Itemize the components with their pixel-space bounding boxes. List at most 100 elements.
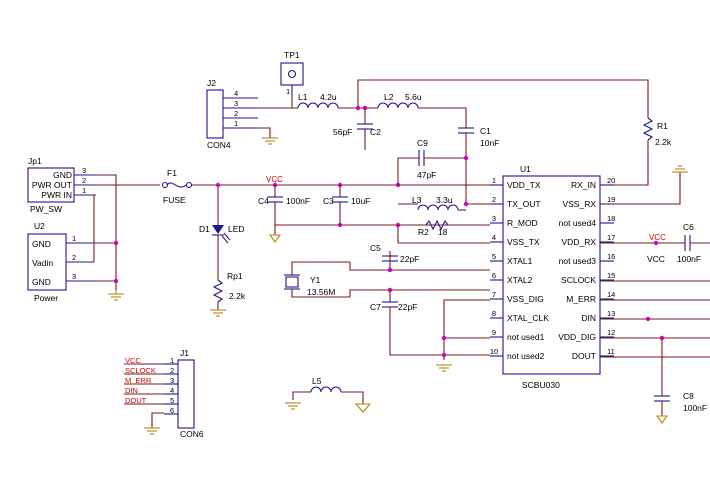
c1-value: 10nF <box>480 138 499 148</box>
c5-ref: C5 <box>370 243 381 253</box>
jp1-pin-name-1: PWR IN <box>41 190 72 200</box>
u1-left-pin-num: 8 <box>492 309 496 318</box>
c3-value: 10uF <box>351 196 370 206</box>
resistor-r1: R1 2.2k <box>600 117 672 186</box>
u1-right-pin-name: not used4 <box>559 218 597 228</box>
c9-ref: C9 <box>417 138 428 148</box>
capacitor-c3: C3 10uF <box>323 185 370 225</box>
c8-value: 100nF <box>683 403 707 413</box>
l1-ref: L1 <box>298 92 308 102</box>
jp1-pin-name-3: GND <box>53 170 72 180</box>
r2-value: 18 <box>438 227 448 237</box>
j1-ref: J1 <box>180 348 189 358</box>
rp1-value: 2.2k <box>229 291 246 301</box>
vcc-rx: VCC VCC C6 100nF <box>600 222 710 264</box>
u1-left-pin-num: 2 <box>492 195 496 204</box>
u1-right-pin-num: 12 <box>607 328 615 337</box>
u1-right-pin-num: 13 <box>607 309 615 318</box>
c2-ref: C2 <box>370 127 381 137</box>
vcc-rail: VCC <box>192 175 490 225</box>
j1-pin-num: 6 <box>170 406 174 415</box>
j1-pin-num: 3 <box>170 376 174 385</box>
resistor-rp1: Rp1 2.2k <box>210 271 246 317</box>
capacitor-c7: C7 22pF <box>370 287 490 356</box>
u2-pin-name-3: GND <box>32 277 51 287</box>
c7-ref: C7 <box>370 302 381 312</box>
u1-right-pin-num: 14 <box>607 290 615 299</box>
jp1-connector: Jp1 PW_SW GND PWR OUT PWR IN 3 2 1 <box>27 156 96 214</box>
c4-value: 100nF <box>286 196 310 206</box>
inductor-l5: L5 <box>285 376 372 413</box>
r1-value: 2.2k <box>655 137 672 147</box>
u1-left-pin-name: XTAL_CLK <box>507 313 549 323</box>
j1-net-label: SCLOCK <box>125 366 156 375</box>
testpoint-tp1: TP1 1 <box>280 50 304 96</box>
j1-net-label: M_ERR <box>125 376 152 385</box>
jp1-pin-num-2: 2 <box>82 176 86 185</box>
vss-dig-ground <box>436 299 490 372</box>
l3-value: 3.3u <box>436 195 453 205</box>
c8-ref: C8 <box>683 391 694 401</box>
j1-sub: CON6 <box>180 429 204 439</box>
u2-body <box>27 233 67 291</box>
digital-nets <box>600 280 710 358</box>
u1-right-pin-num: 19 <box>607 195 615 204</box>
vss-rx-ground <box>600 165 688 205</box>
jp1-body <box>27 167 75 203</box>
u1-left-pin-name: VDD_TX <box>507 180 541 190</box>
capacitor-c1: C1 10nF <box>458 126 499 204</box>
u1-right-pin-num: 15 <box>607 271 615 280</box>
j1-net-label: DOUT <box>125 396 147 405</box>
r1-ref: R1 <box>657 121 668 131</box>
j1-pin-num: 2 <box>170 366 174 375</box>
c1-ref: C1 <box>480 126 491 136</box>
j1-pin-num: 1 <box>170 356 174 365</box>
u1-ref: U1 <box>520 164 531 174</box>
u1-right-pin-name: VDD_RX <box>562 237 597 247</box>
u1-left-pin-name: VSS_TX <box>507 237 540 247</box>
fuse-f1: F1 FUSE <box>161 168 193 205</box>
jp1-ref: Jp1 <box>28 156 42 166</box>
vcc-label-right-2: VCC <box>647 254 665 264</box>
u1-part: SCBU030 <box>522 380 560 390</box>
jp1-pin-num-1: 1 <box>82 186 86 195</box>
resistor-r2: R2 18 <box>418 219 449 237</box>
u1-left-pin-num: 1 <box>492 176 496 185</box>
capacitor-c9: C9 47pF <box>397 138 469 185</box>
capacitor-c8: C8 100nF <box>654 338 707 424</box>
l5-ref: L5 <box>312 376 322 386</box>
c9-value: 47pF <box>417 170 436 180</box>
vcc-label-top: VCC <box>266 175 283 184</box>
u1-left-pin-num: 7 <box>492 290 496 299</box>
jp1-pin-num-3: 3 <box>82 166 86 175</box>
u1-left-pin-name: not used1 <box>507 332 545 342</box>
u2-pin-num-1: 1 <box>72 234 76 243</box>
j1-net-label: VCC <box>125 356 141 365</box>
j2-ref: J2 <box>207 78 216 88</box>
u1-right-pin-name: VSS_RX <box>562 199 596 209</box>
u1-body <box>502 175 601 375</box>
u1-right-pin-name: SCLOCK <box>561 275 596 285</box>
u1-right-pin-name: VDD_DIG <box>558 332 596 342</box>
j1-pin-num: 4 <box>170 386 174 395</box>
u2-ref: U2 <box>34 221 45 231</box>
u2-pin-num-3: 3 <box>72 272 76 281</box>
tp1-ref: TP1 <box>284 50 300 60</box>
u2-pin-num-2: 2 <box>72 253 76 262</box>
rp1-ref: Rp1 <box>227 271 243 281</box>
u2-power: U2 Power GND Vadin GND 1 2 3 <box>27 221 94 303</box>
u2-sub: Power <box>34 293 58 303</box>
inductor-l1: L1 4.2u <box>291 92 339 109</box>
ground-symbol-jp1 <box>108 290 124 301</box>
j2-pin-1: 1 <box>234 119 238 128</box>
j1-net-label: DIN <box>125 386 138 395</box>
u1-left-pin-name: not used2 <box>507 351 545 361</box>
c6-ref: C6 <box>683 222 694 232</box>
r2-ref: R2 <box>418 227 429 237</box>
u1-left-pin-num: 9 <box>492 328 496 337</box>
j2-connector: J2 CON4 4 3 2 1 <box>206 78 298 150</box>
